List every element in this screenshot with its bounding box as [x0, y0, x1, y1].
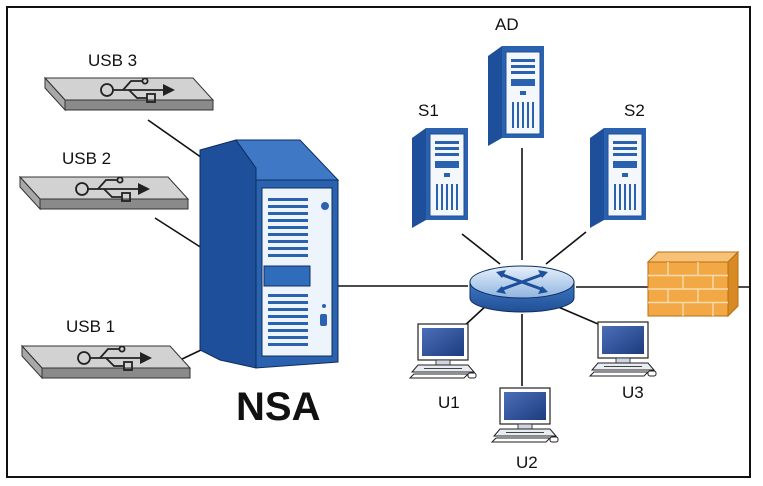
server-s2: S2	[589, 101, 647, 229]
pc-label: U1	[438, 393, 460, 412]
user-pc-u3: U3	[589, 321, 657, 402]
usb-drive-icon	[21, 345, 191, 379]
link-switch-s2	[545, 231, 587, 265]
nsa-server: NSA	[199, 139, 340, 429]
usb-device-1: USB 1	[21, 317, 191, 379]
connections	[147, 119, 749, 386]
usb-label: USB 3	[88, 51, 137, 70]
link-usb2-nsa	[154, 217, 206, 251]
link-switch-s1	[461, 233, 501, 265]
server-tower-icon	[411, 127, 469, 229]
server-tower-icon	[487, 45, 545, 147]
usb-drive-icon	[19, 176, 189, 210]
firewall	[646, 250, 740, 318]
network-switch-icon	[469, 265, 575, 313]
link-usb3-nsa	[147, 119, 206, 161]
server-tower-icon	[589, 127, 647, 229]
server-ad: AD	[487, 15, 545, 147]
user-pc-u2: U2	[491, 387, 559, 472]
nsa-label: NSA	[236, 385, 320, 429]
server-label: S1	[418, 101, 439, 120]
server-tower-icon	[199, 139, 340, 369]
network-diagram: USB 3 USB 2 USB 1	[19, 15, 749, 472]
network-switch	[469, 265, 575, 313]
pc-label: U2	[516, 453, 538, 472]
user-pc-u1: U1	[409, 323, 477, 412]
desktop-computer-icon	[409, 323, 477, 379]
pc-label: U3	[622, 383, 644, 402]
diagram-frame: USB 3 USB 2 USB 1	[6, 6, 751, 478]
firewall-brick-icon	[646, 250, 740, 318]
server-label: S2	[624, 101, 645, 120]
usb-device-3: USB 3	[44, 51, 214, 111]
usb-label: USB 1	[66, 317, 115, 336]
usb-label: USB 2	[62, 149, 111, 168]
usb-device-2: USB 2	[19, 149, 189, 210]
desktop-computer-icon	[491, 387, 559, 443]
link-switch-u3	[555, 305, 599, 325]
server-s1: S1	[411, 101, 469, 229]
server-label: AD	[495, 15, 519, 34]
usb-drive-icon	[44, 77, 214, 111]
desktop-computer-icon	[589, 321, 657, 377]
